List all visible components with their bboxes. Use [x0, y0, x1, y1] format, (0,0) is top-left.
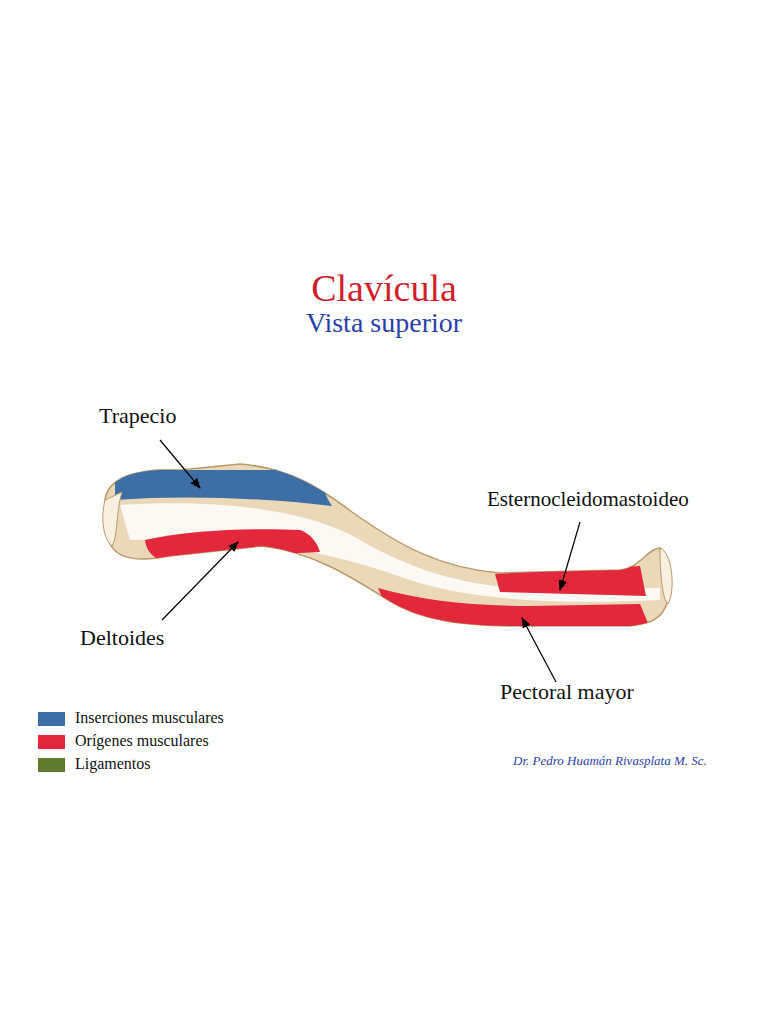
- view-subtitle: Vista superior: [0, 308, 768, 339]
- legend-text: Ligamentos: [75, 755, 151, 773]
- legend-swatch: [38, 735, 65, 749]
- muscle-label: Deltoides: [80, 626, 164, 650]
- muscle-label: Trapecio: [99, 404, 176, 428]
- deltoid-origin: [145, 529, 320, 560]
- diagram-title: Clavícula: [0, 268, 768, 310]
- muscle-label: Pectoral mayor: [500, 680, 634, 704]
- legend-swatch: [38, 712, 65, 726]
- author-credit: Dr. Pedro Huamán Rivasplata M. Sc.: [513, 754, 707, 768]
- legend-swatch: [38, 758, 65, 772]
- leader-line: [560, 522, 580, 590]
- pectoralis-origin: [378, 588, 650, 628]
- legend-text: Orígenes musculares: [75, 732, 209, 750]
- leader-line: [162, 542, 238, 620]
- leader-lines: [160, 440, 580, 682]
- sternocleidomastoid-origin: [495, 566, 646, 596]
- leader-line: [522, 618, 556, 682]
- leader-line: [160, 440, 200, 488]
- legend-text: Inserciones musculares: [75, 709, 224, 727]
- muscle-label: Esternocleidomastoideo: [487, 488, 689, 511]
- trapezius-insertion: [115, 470, 332, 506]
